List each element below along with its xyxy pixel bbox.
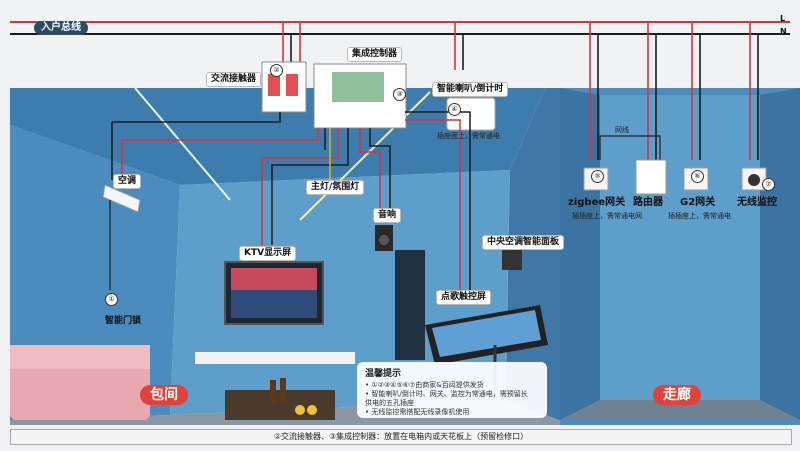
g2-label: G2网关 xyxy=(680,197,716,208)
audio-label: 音响 xyxy=(373,208,402,223)
tips-line-3: 供电的五孔插座 xyxy=(365,399,414,407)
lock-label: 智能门锁 xyxy=(105,316,142,326)
ktv-screen-label: KTV显示屏 xyxy=(239,246,297,261)
tips-box: 温馨提示 • ①②③④⑤⑥⑦由商家&百闼提供发货 • 智能喇叭/倒计时、网关、监… xyxy=(357,362,547,418)
contactor-label: 交流接触器 xyxy=(206,72,262,87)
tips-line-1: • ①②③④⑤⑥⑦由商家&百闼提供发货 xyxy=(365,381,484,389)
speaker-timer-note: 插座面上，需常通电 xyxy=(437,132,500,140)
lock-badge: ① xyxy=(105,293,118,306)
zigbee-note: 插插座上，需常通电网 xyxy=(572,212,642,220)
room-label-right: 走廊 xyxy=(653,385,701,405)
g2-note: 插插座上，需常通电 xyxy=(668,212,731,220)
tips-line-4: • 无线监控需搭配无线录像机使用 xyxy=(365,408,470,416)
song-screen-label: 点歌触控屏 xyxy=(436,290,492,305)
g2-badge: ⑥ xyxy=(691,170,704,183)
zigbee-badge: ⑤ xyxy=(591,170,604,183)
line-n-label: N xyxy=(780,27,787,36)
main-light-label: 主灯/氛围灯 xyxy=(306,180,365,195)
speaker-timer-badge: ④ xyxy=(448,103,461,116)
camera-badge: ⑦ xyxy=(762,178,775,191)
controller-label: 集成控制器 xyxy=(347,47,403,62)
room-label-left: 包间 xyxy=(140,385,188,405)
line-l-label: L xyxy=(780,14,786,23)
controller-badge: ③ xyxy=(393,88,406,101)
router-label: 路由器 xyxy=(633,197,663,208)
footer-note: ②交流接触器、③集成控制器：放置在电箱内或天花板上（预留检修口） xyxy=(10,429,792,445)
contactor-badge: ② xyxy=(270,64,283,77)
tips-line-2: • 智能喇叭/倒计时、网关、监控为常通电，需预留长 xyxy=(365,390,528,398)
zigbee-label: zigbee网关 xyxy=(568,197,626,208)
bus-title: 入户总线 xyxy=(34,21,88,35)
aircon-label: 空调 xyxy=(113,174,142,189)
camera-label: 无线监控 xyxy=(737,197,777,208)
panel-label: 中央空调智能面板 xyxy=(482,235,565,250)
tips-title: 温馨提示 xyxy=(365,369,402,379)
speaker-timer-label: 智能喇叭/倒计时 xyxy=(432,82,509,97)
network-cable-label: 网线 xyxy=(615,126,629,134)
